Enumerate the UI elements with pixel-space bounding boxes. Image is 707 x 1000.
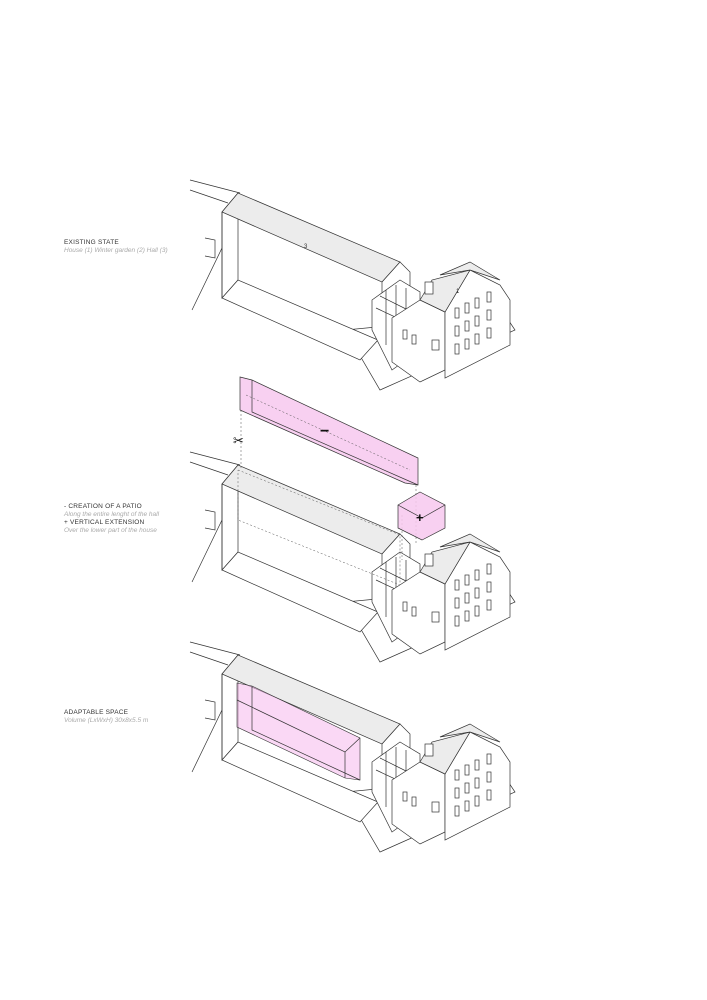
patio-extension-drawing: − + ✂ <box>189 376 516 663</box>
removed-volume <box>239 376 419 486</box>
panel-caption-2: Over the lower part of the house <box>64 527 157 534</box>
panel-title: ADAPTABLE SPACE <box>64 709 129 716</box>
plus-symbol: + <box>416 510 424 525</box>
panel-title: - CREATION OF A PATIO <box>64 503 142 510</box>
existing-state-drawing: 3 1 <box>189 179 516 391</box>
panel-caption: Along the entire lenght of the hall <box>64 511 160 518</box>
minus-symbol: − <box>320 423 329 440</box>
panel-caption: Volume (LxWxH) 30x8x5.5 m <box>64 717 149 724</box>
adaptable-volume <box>236 682 361 781</box>
panel-patio-label: - CREATION OF A PATIO Along the entire l… <box>64 503 159 535</box>
marker-hall: 3 <box>304 244 308 250</box>
panel-existing-label: EXISTING STATE House (1) Winter garden (… <box>64 239 168 255</box>
marker-house: 1 <box>456 289 460 295</box>
added-volume <box>397 491 446 541</box>
panel-title-2: + VERTICAL EXTENSION <box>64 519 145 526</box>
panel-caption: House (1) Winter garden (2) Hall (3) <box>64 247 168 254</box>
panel-adaptable-label: ADAPTABLE SPACE Volume (LxWxH) 30x8x5.5 … <box>64 709 148 725</box>
scissors-icon: ✂ <box>233 433 244 448</box>
panel-title: EXISTING STATE <box>64 239 119 246</box>
adaptable-space-drawing <box>189 641 516 853</box>
